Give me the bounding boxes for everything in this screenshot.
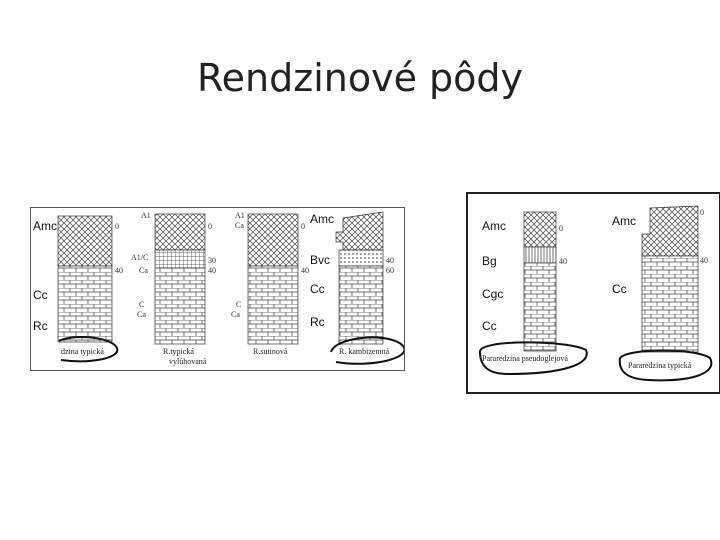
- soil-profile-2: [154, 213, 206, 345]
- profile-caption: R.typická: [163, 347, 194, 356]
- depth-tick: 0: [700, 208, 704, 217]
- soil-profile-3: [247, 213, 299, 345]
- profile-tag: Ca: [231, 310, 240, 319]
- profile-caption: R. kambizemná: [339, 347, 390, 356]
- soil-profiles-panel-left: Amc Cc Rc Amc Bvc Cc Rc A1 A1/C Ca C Ca …: [30, 207, 405, 371]
- profile-tag: C: [139, 300, 145, 309]
- profile-tag: Ca: [139, 266, 148, 275]
- horizon-label-bg: Bg: [482, 254, 497, 268]
- caption-circle-5: [479, 341, 588, 376]
- depth-tick: 40: [700, 256, 708, 265]
- depth-tick: 60: [386, 266, 394, 275]
- caption-circle-1: [58, 336, 119, 363]
- depth-tick: 40: [559, 257, 567, 266]
- horizon-label-amc: Amc: [33, 219, 57, 233]
- horizon-label-bvc: Bvc: [310, 253, 331, 267]
- depth-tick: 0: [115, 222, 119, 231]
- profile-tag: A1: [141, 211, 151, 220]
- caption-circle-4: [330, 336, 404, 365]
- soil-profile-1: [57, 215, 113, 343]
- profile-tag: C: [236, 300, 242, 309]
- profile-tag: Ca: [137, 310, 146, 319]
- horizon-label-cc-2: Cc: [310, 282, 325, 296]
- depth-tick: 40: [386, 256, 394, 265]
- slide-title: Rendzinové pôdy: [196, 56, 524, 100]
- horizon-label-rc: Rc: [33, 319, 48, 333]
- soil-profiles-drawing-left: [57, 211, 404, 365]
- depth-tick: 0: [559, 224, 563, 233]
- soil-profile-4: [335, 211, 384, 345]
- profile-caption: vylúhovaná: [169, 357, 207, 366]
- profile-tag: Ca: [235, 221, 244, 230]
- profile-caption: R.sutinová: [253, 347, 288, 356]
- horizon-label-cgc: Cgc: [482, 287, 504, 301]
- depth-tick: 30: [208, 256, 216, 265]
- caption-circle-6: [618, 349, 713, 382]
- profile-caption: Pararedzina typická: [628, 361, 692, 370]
- horizon-label-rc-2: Rc: [310, 315, 325, 329]
- profile-caption: dzina typická: [61, 347, 104, 356]
- profile-caption: Pararedzina pseudoglejová: [482, 354, 568, 363]
- profile-tag: A1/C: [131, 253, 149, 262]
- soil-profile-6: [641, 205, 699, 353]
- horizon-label-amc-2: Amc: [310, 212, 334, 226]
- depth-tick: 0: [208, 222, 212, 231]
- soil-profiles-drawing-right: [479, 205, 713, 382]
- horizon-label-amc-2: Amc: [612, 214, 636, 228]
- depth-tick: 40: [301, 266, 309, 275]
- horizon-label-amc: Amc: [482, 219, 506, 233]
- depth-tick: 40: [208, 266, 216, 275]
- depth-tick: 40: [115, 266, 123, 275]
- horizon-label-cc: Cc: [482, 319, 497, 333]
- horizon-label-cc: Cc: [33, 288, 48, 302]
- profile-tag: A1: [235, 211, 245, 220]
- horizon-label-cc-2: Cc: [612, 282, 627, 296]
- soil-profiles-panel-right: Amc Bg Cgc Cc Amc Cc 0 40 0 40 Pararedzi…: [466, 192, 720, 394]
- soil-profile-5: [523, 211, 557, 352]
- depth-tick: 0: [301, 222, 305, 231]
